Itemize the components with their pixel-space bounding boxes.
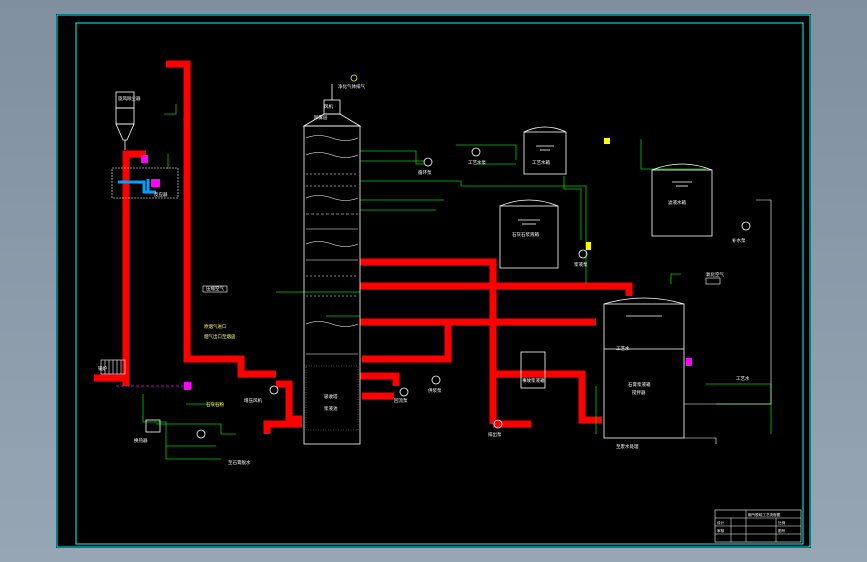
title-block-number: 图号 bbox=[778, 528, 786, 533]
heat-exchanger bbox=[145, 419, 161, 433]
label-pump-e: 排出泵 bbox=[488, 431, 502, 438]
drain-line bbox=[684, 437, 717, 444]
tank-1 bbox=[523, 126, 567, 175]
label-flue-in: 原烟气进口 bbox=[204, 323, 227, 330]
slurry-line-5 bbox=[360, 372, 400, 386]
reactor-instrument bbox=[151, 179, 160, 187]
reactor-duct bbox=[118, 180, 156, 194]
label-tank-4: 石膏浆液箱 bbox=[628, 381, 651, 388]
recycle-loop bbox=[493, 370, 602, 424]
label-boiler: 锅炉 bbox=[98, 365, 107, 372]
slurry-line-4 bbox=[362, 319, 452, 363]
label-pump-a: 循环泵 bbox=[418, 169, 432, 176]
emergency-vessel bbox=[520, 351, 546, 389]
flue-duct-tall bbox=[166, 60, 276, 378]
title-block-name: 烟气脱硫工艺流程图 bbox=[748, 512, 781, 517]
label-water-2: 工艺水 bbox=[616, 345, 630, 352]
water-lines bbox=[142, 104, 772, 460]
label-fan: 风机 bbox=[324, 103, 333, 110]
title-block-designer: 设计 bbox=[717, 520, 725, 525]
label-water: 工艺水 bbox=[736, 375, 750, 382]
tank-3 bbox=[651, 163, 713, 237]
drawing-sheet: 净化气体排气 风机 除雾层 旋风除尘器 反应器 循环泵 工艺水泵 工艺水箱 石灰… bbox=[56, 14, 811, 548]
reactor-box bbox=[111, 167, 179, 199]
label-pump-f: 供浆泵 bbox=[428, 387, 442, 394]
label-pump-b: 工艺水泵 bbox=[468, 159, 486, 166]
flue-duct-to-absorber bbox=[276, 380, 302, 423]
absorber-column bbox=[302, 74, 362, 445]
pumps bbox=[196, 147, 751, 439]
label-pump-g: 回流泵 bbox=[394, 397, 408, 404]
diagram-labels: 净化气体排气 风机 除雾层 旋风除尘器 反应器 循环泵 工艺水泵 工艺水箱 石灰… bbox=[98, 83, 750, 466]
air-inlet-box bbox=[705, 277, 721, 285]
label-oxid-air: 氧化空气 bbox=[706, 271, 724, 278]
exhaust-marker bbox=[350, 74, 358, 82]
reactor-ducts bbox=[118, 179, 156, 194]
instrument-tag-4 bbox=[586, 242, 591, 250]
label-absorber-top: 除雾层 bbox=[314, 114, 328, 121]
absorber-trays bbox=[305, 135, 359, 355]
instrument-tag-3 bbox=[604, 138, 610, 144]
label-tank-1: 工艺水箱 bbox=[532, 159, 550, 166]
label-exhaust-top: 净化气体排气 bbox=[338, 83, 365, 90]
label-pump-d: 浆液泵 bbox=[574, 261, 588, 268]
label-air-in: 压缩空气 bbox=[206, 285, 224, 292]
air-box bbox=[202, 285, 228, 293]
tank-4 bbox=[603, 297, 685, 439]
label-absorber: 吸收塔 bbox=[324, 393, 338, 400]
return-line bbox=[684, 199, 772, 405]
label-to-pond: 至废水处理 bbox=[616, 443, 639, 450]
process-flow-diagram: 净化气体排气 风机 除雾层 旋风除尘器 反应器 循环泵 工艺水泵 工艺水箱 石灰… bbox=[56, 14, 811, 548]
label-tank-2: 石灰石浆液箱 bbox=[512, 231, 539, 238]
label-cyclone: 旋风除尘器 bbox=[118, 95, 141, 102]
tank-2 bbox=[499, 199, 559, 269]
label-tank-3: 滤液水箱 bbox=[668, 199, 686, 206]
boiler-unit bbox=[100, 359, 126, 375]
flue-duct-bottom bbox=[263, 420, 302, 434]
label-pump-c: 补水泵 bbox=[732, 237, 746, 244]
inner-frame bbox=[75, 22, 804, 545]
label-lime: 石灰石粉 bbox=[206, 401, 224, 408]
slurry-line-2 bbox=[360, 282, 633, 296]
title-block-checker: 审核 bbox=[717, 528, 725, 533]
label-heat: 换热器 bbox=[134, 437, 148, 444]
flue-duct-up bbox=[122, 150, 146, 386]
slurry-line-1 bbox=[360, 258, 497, 424]
instrument-tag-1 bbox=[141, 155, 148, 163]
cyclone-separator bbox=[115, 91, 135, 150]
title-block: 烟气脱硫工艺流程图 设计 审核 比例 图号 bbox=[714, 509, 802, 543]
label-reactor: 反应器 bbox=[154, 191, 168, 198]
instrument-tag-5 bbox=[686, 358, 692, 366]
instrument-tag-2 bbox=[184, 382, 191, 390]
label-flue-out: 烟气出口至烟囱 bbox=[204, 333, 236, 340]
label-slurry: 浆液池 bbox=[324, 405, 338, 412]
label-agitator: 搅拌器 bbox=[632, 389, 646, 396]
label-fan-2: 增压风机 bbox=[244, 397, 262, 404]
title-block-scale: 比例 bbox=[778, 520, 786, 525]
slurry-pool bbox=[305, 365, 359, 431]
absorber-head bbox=[302, 113, 362, 127]
label-vessel: 事故浆液箱 bbox=[522, 377, 545, 384]
main-pipes bbox=[94, 60, 633, 434]
label-gypsum: 至石膏脱水 bbox=[228, 459, 251, 466]
outer-frame bbox=[56, 14, 811, 548]
